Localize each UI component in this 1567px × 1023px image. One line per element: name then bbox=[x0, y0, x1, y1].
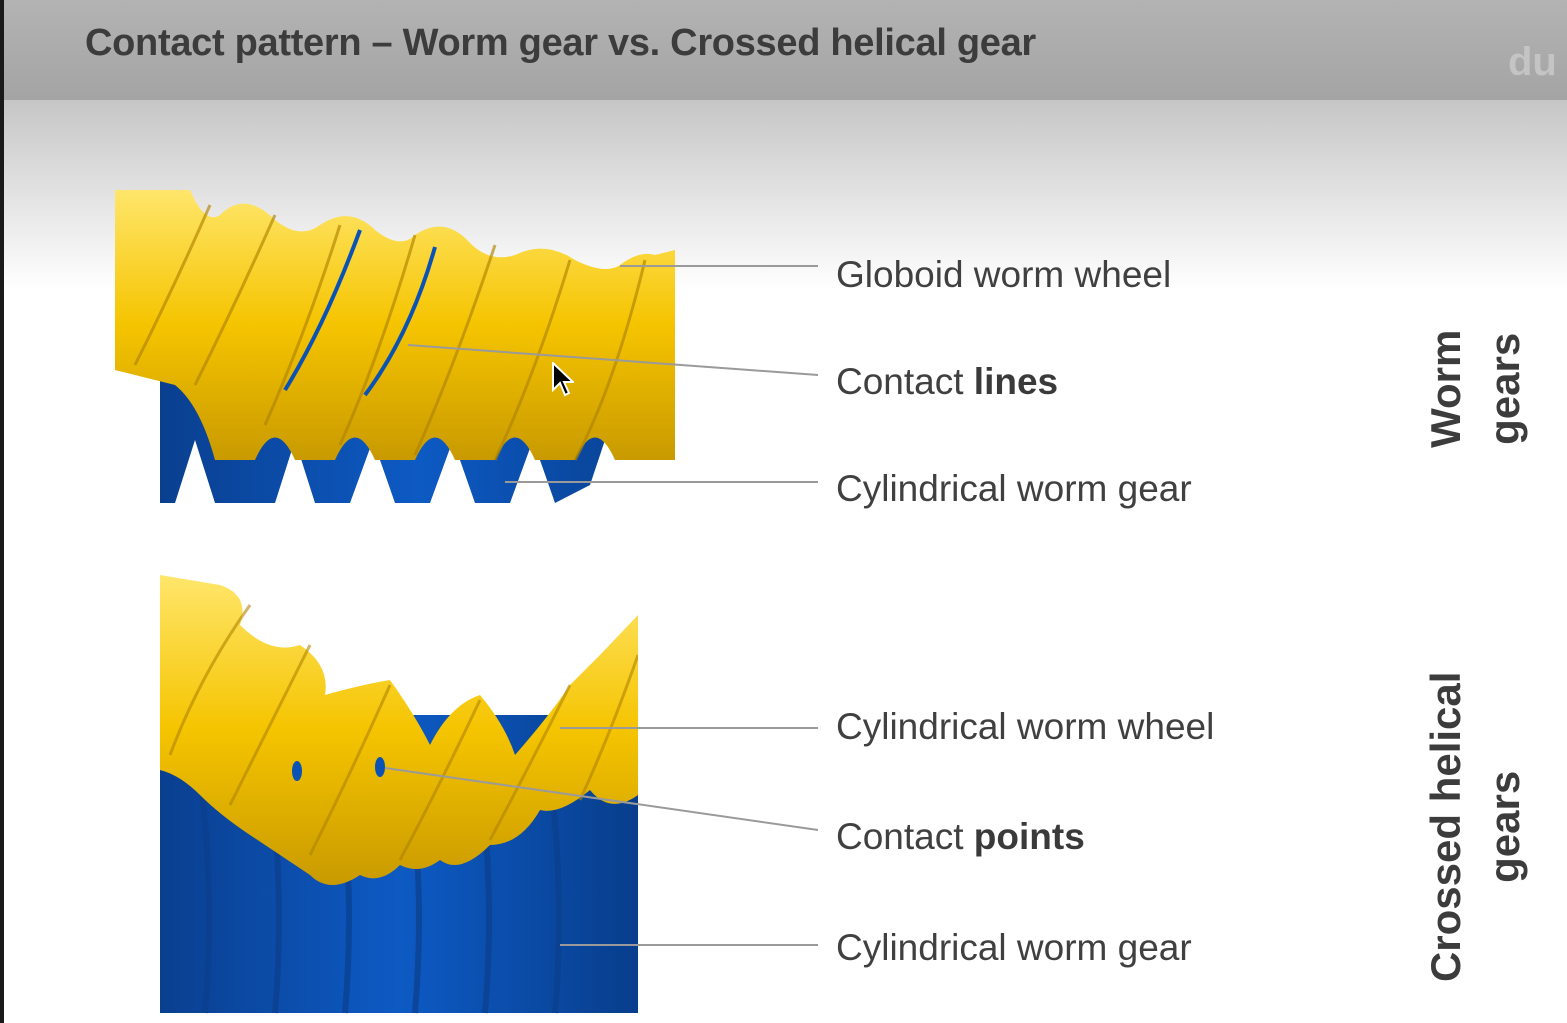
label-contact-lines: Contact lines bbox=[836, 361, 1058, 403]
section-title-line: gears bbox=[1481, 770, 1528, 883]
label-contact-points: Contact points bbox=[836, 816, 1085, 858]
brand-logo: du bbox=[1508, 40, 1557, 84]
label-cylindrical-worm-wheel: Cylindrical worm wheel bbox=[836, 706, 1215, 747]
label-contact-prefix: Contact bbox=[836, 361, 974, 402]
section-title-line: gears bbox=[1481, 332, 1528, 445]
label-contact-prefix: Contact bbox=[836, 816, 974, 857]
contact-point-marks bbox=[292, 757, 385, 781]
cylindrical-worm-wheel-body bbox=[160, 575, 638, 885]
window-edge bbox=[0, 0, 4, 1023]
label-cylindrical-worm-gear: Cylindrical worm gear bbox=[836, 927, 1192, 968]
label-contact-emphasis: lines bbox=[973, 361, 1059, 402]
slide-title: Contact pattern – Worm gear vs. Crossed … bbox=[85, 22, 1036, 64]
section-title-line: Worm bbox=[1422, 329, 1470, 448]
slide-header bbox=[4, 0, 1567, 100]
mouse-pointer-icon bbox=[552, 362, 574, 397]
section-title-line: Crossed helical bbox=[1422, 671, 1470, 983]
crossed-helical-gear-illustration bbox=[160, 575, 638, 1014]
worm-wheel-teeth bbox=[133, 204, 647, 461]
section-title-crossed-helical-gears: Crossed helical gears bbox=[1417, 647, 1535, 1007]
label-contact-emphasis: points bbox=[973, 816, 1085, 857]
label-cylindrical-worm-gear: Cylindrical worm gear bbox=[836, 468, 1192, 509]
worm-wheel-teeth bbox=[168, 604, 638, 861]
worm-gear-illustration bbox=[115, 190, 675, 503]
contact-line-marks bbox=[283, 229, 437, 397]
label-globoid-worm-wheel: Globoid worm wheel bbox=[836, 254, 1172, 295]
leader-line-contact-lines bbox=[407, 344, 819, 376]
leader-line-contact-points bbox=[384, 767, 819, 831]
section-title-worm-gears: Worm gears bbox=[1417, 259, 1535, 519]
